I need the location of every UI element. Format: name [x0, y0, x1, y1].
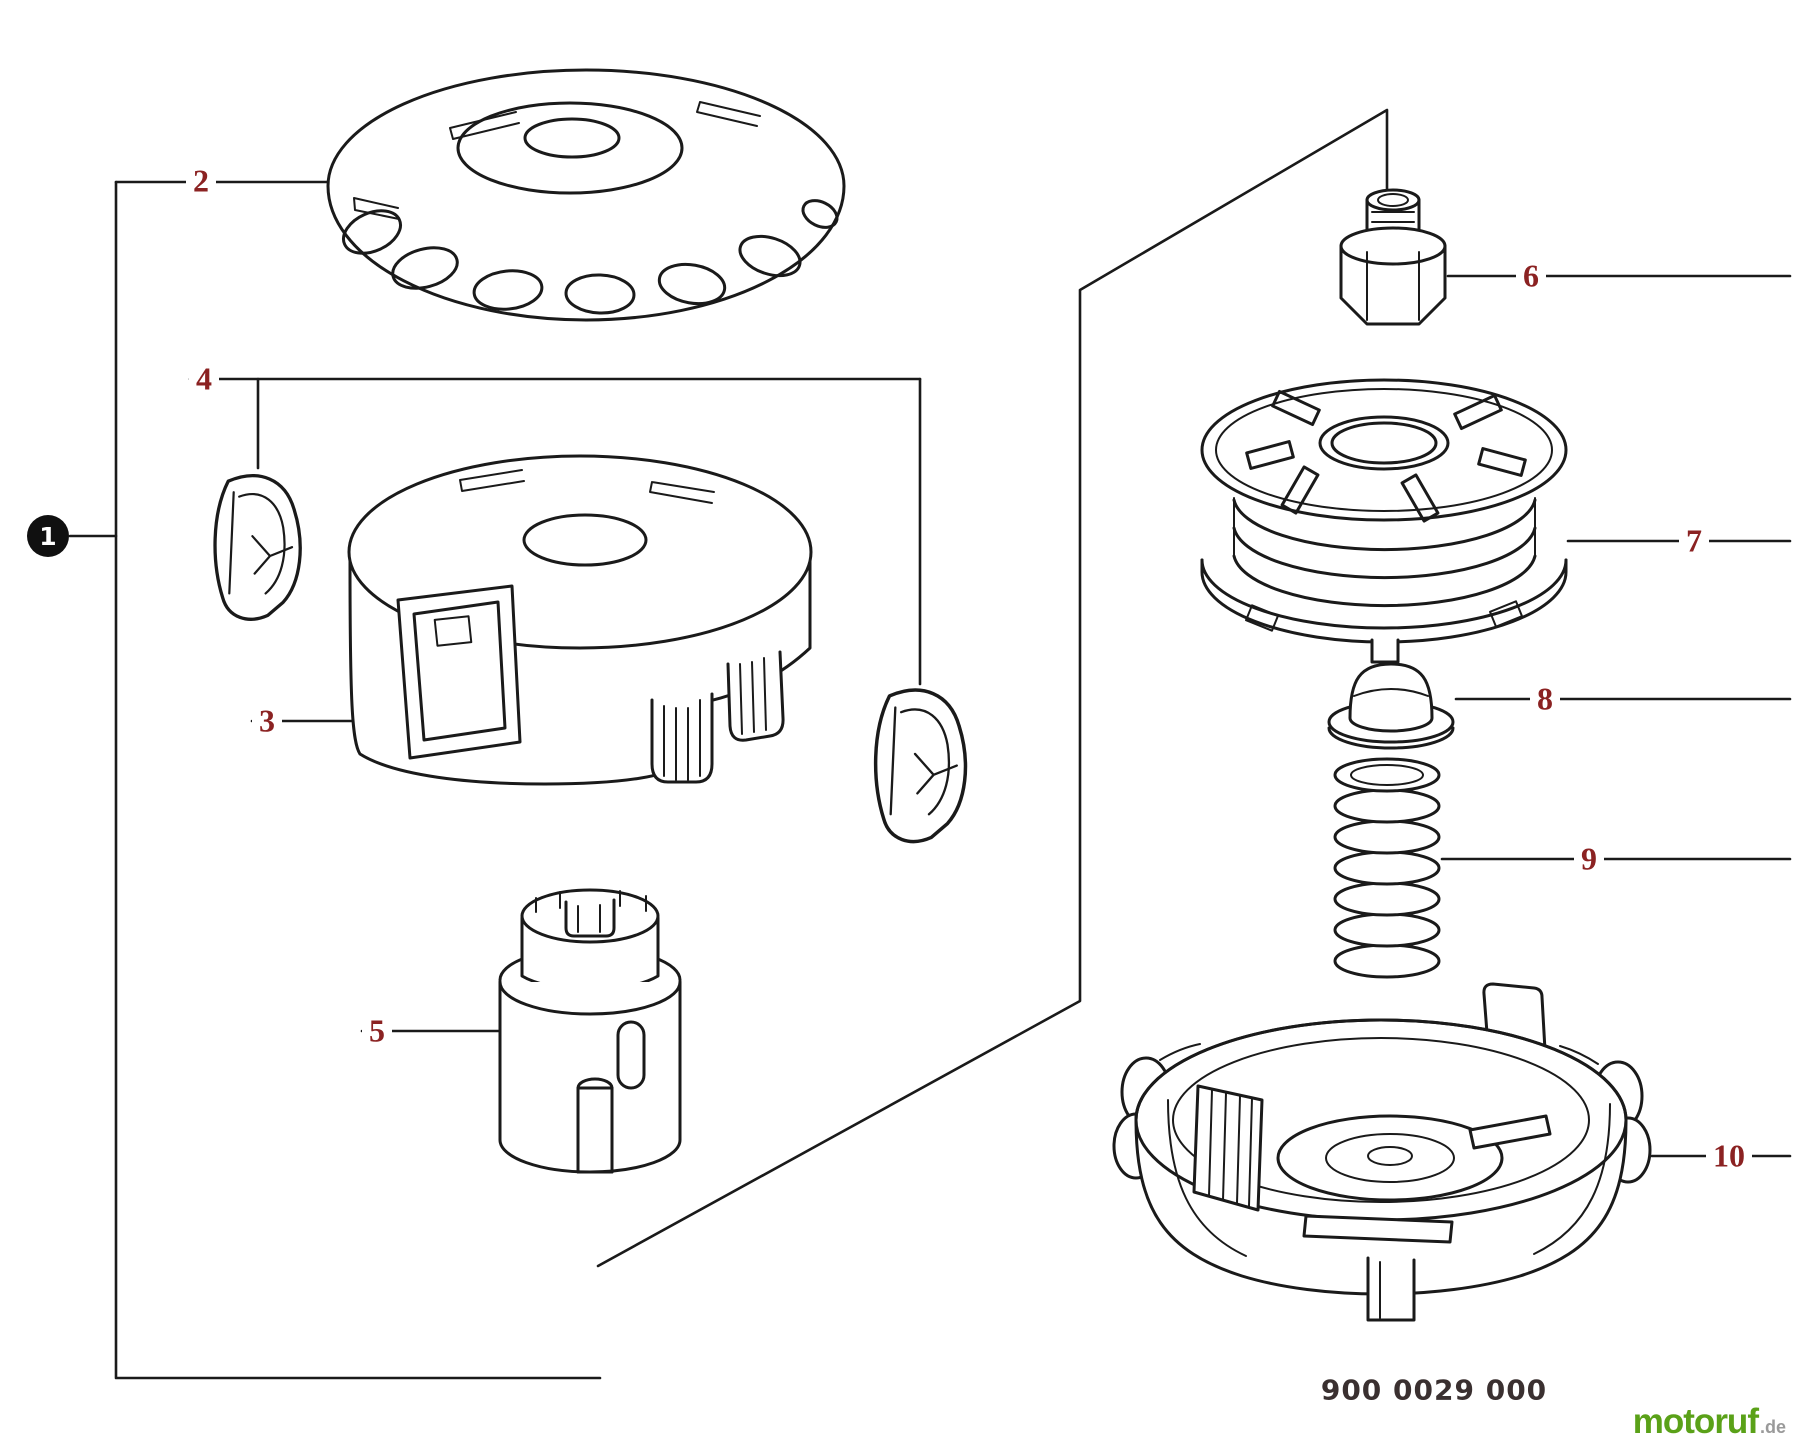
callout-1: 1 [27, 515, 69, 557]
part-4-clip-right-drawing [873, 688, 968, 844]
callout-7: 7 [1679, 523, 1709, 559]
motoruf-logo: motoruf.de [1633, 1402, 1786, 1442]
callout-6: 6 [1516, 258, 1546, 294]
part-6-nut-drawing [1339, 188, 1447, 326]
motoruf-logo-text: motoruf [1632, 1402, 1759, 1441]
part-5-hub-drawing [498, 888, 682, 1174]
part-9-spring-drawing [1333, 757, 1441, 979]
callout-4: 4 [189, 361, 219, 397]
part-7-spool-drawing [1200, 378, 1568, 664]
motoruf-logo-suffix: .de [1759, 1417, 1786, 1437]
callout-8: 8 [1530, 681, 1560, 717]
part-2-tap-cover-drawing [326, 68, 846, 322]
part-4-clip-left-drawing [213, 474, 302, 621]
part-number: 900 0029 000 [1320, 1373, 1548, 1407]
callout-10: 10 [1706, 1138, 1752, 1174]
callout-3: 3 [252, 703, 282, 739]
part-10-lower-housing-drawing [1112, 982, 1652, 1322]
part-3-housing-drawing [347, 454, 813, 786]
callout-2: 2 [186, 163, 216, 199]
callout-5: 5 [362, 1013, 392, 1049]
callout-9: 9 [1574, 841, 1604, 877]
part-8-cup-drawing [1327, 662, 1455, 750]
